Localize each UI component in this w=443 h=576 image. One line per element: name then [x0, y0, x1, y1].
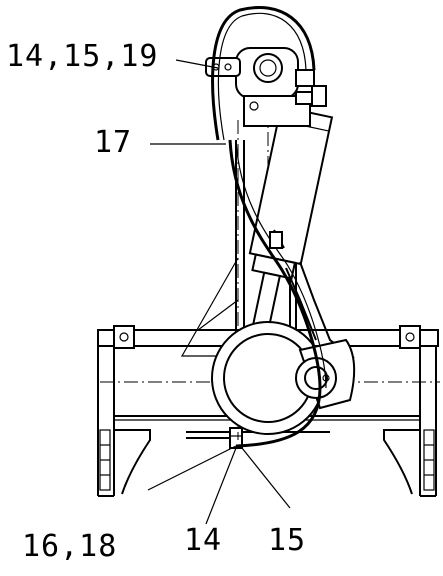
drum-and-pivot — [211, 321, 356, 435]
leader-lines — [147, 59, 291, 525]
callout-16-18: 16,18 — [22, 529, 118, 564]
hydraulic-cylinder — [245, 105, 355, 360]
hydraulic-hoses — [211, 6, 327, 448]
callout-17: 17 — [94, 125, 133, 160]
callout-14: 14 — [184, 523, 223, 558]
cylinder-head-block — [205, 47, 327, 127]
callout-15: 15 — [268, 523, 307, 558]
callout-14-15-19: 14,15,19 — [6, 39, 159, 74]
